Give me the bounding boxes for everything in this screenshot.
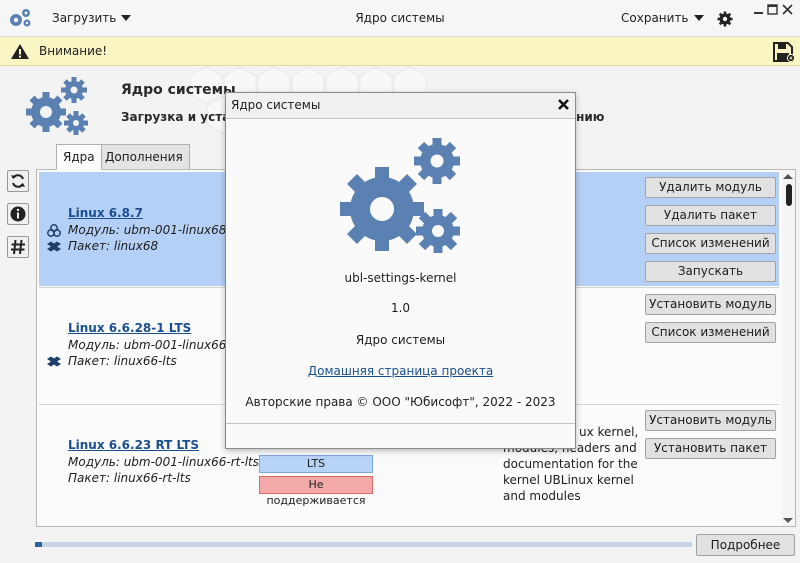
- hash-icon: [11, 239, 25, 255]
- header-title: Ядро системы: [121, 82, 236, 98]
- chevron-down-icon: [121, 15, 132, 21]
- homepage-link[interactable]: Домашняя страница проекта: [307, 364, 494, 378]
- details-button[interactable]: Подробнее: [696, 534, 795, 556]
- copyright: Авторские права © ООО "Юбисофт", 2022 - …: [245, 395, 556, 409]
- install-package-button[interactable]: Установить пакет: [645, 438, 776, 459]
- hash-button[interactable]: [7, 236, 29, 258]
- progress-bar: [35, 542, 692, 547]
- kernel-module: Модуль: ubm-001-linux68: [68, 223, 227, 237]
- kernel-module: Модуль: ubm-001-linux66-rt-lts: [68, 455, 260, 469]
- refresh-icon: [11, 174, 25, 188]
- tab-addons[interactable]: Дополнения: [98, 144, 190, 170]
- app-description: Ядро системы: [355, 333, 446, 347]
- maximize-icon[interactable]: [767, 4, 778, 15]
- remove-package-button[interactable]: Удалить пакет: [645, 205, 776, 226]
- module-icon: [47, 224, 61, 237]
- dialog-header: Ядро системы: [226, 93, 575, 119]
- save-menu[interactable]: Сохранить: [621, 11, 704, 25]
- warning-text: Внимание!: [39, 44, 108, 58]
- settings-gear-icon[interactable]: [717, 11, 733, 27]
- package-icon: [47, 241, 61, 252]
- load-menu[interactable]: Загрузить: [52, 11, 132, 25]
- homepage-row: Домашняя страница проекта: [226, 364, 575, 378]
- scroll-down-icon[interactable]: [783, 518, 793, 523]
- dialog-divider: [226, 423, 575, 424]
- progress-fill: [35, 542, 42, 547]
- package-icon: [47, 356, 61, 367]
- header-subtitle-end: анию: [568, 110, 605, 124]
- description-line: ux kernel,: [579, 425, 639, 439]
- load-menu-label: Загрузить: [52, 11, 117, 25]
- refresh-button[interactable]: [7, 170, 29, 192]
- changelog-button[interactable]: Список изменений: [645, 233, 776, 254]
- warning-bar: Внимание!: [0, 37, 800, 66]
- description-line: documentation for the: [503, 457, 638, 471]
- scroll-up-icon[interactable]: [783, 174, 793, 179]
- close-window-icon[interactable]: [782, 4, 793, 15]
- chevron-down-icon: [693, 15, 704, 21]
- kernel-name-link[interactable]: Linux 6.8.7: [68, 206, 143, 220]
- close-icon[interactable]: [557, 98, 570, 111]
- kernel-package: Пакет: linux68: [68, 239, 159, 253]
- save-disk-icon[interactable]: [772, 41, 796, 63]
- run-button[interactable]: Запускать: [645, 261, 776, 282]
- app-version: 1.0: [390, 301, 411, 315]
- install-module-button[interactable]: Установить модуль: [645, 410, 776, 431]
- description-line: kernel UBLinux kernel: [503, 473, 634, 487]
- unsupported-badge: Не поддерживается: [259, 476, 373, 507]
- changelog-button[interactable]: Список изменений: [645, 322, 776, 343]
- remove-module-button[interactable]: Удалить модуль: [645, 177, 776, 198]
- lts-badge: LTS: [259, 455, 373, 473]
- kernel-gears-icon: [26, 77, 88, 135]
- kernel-name-link[interactable]: Linux 6.6.28-1 LTS: [68, 321, 192, 335]
- kernel-package: Пакет: linux66-lts: [68, 354, 177, 368]
- minimize-icon[interactable]: [753, 4, 764, 15]
- about-dialog: Ядро системы ubl-settings-kernel 1: [225, 92, 576, 449]
- dialog-title: Ядро системы: [231, 98, 321, 112]
- install-module-button[interactable]: Установить модуль: [645, 294, 776, 315]
- kernel-name-link[interactable]: Linux 6.6.23 RT LTS: [68, 438, 200, 452]
- title-bar: Загрузить Ядро системы Сохранить: [0, 0, 800, 37]
- kernel-row[interactable]: Linux 6.6.23 RT LTS Модуль: ubm-001-linu…: [39, 406, 779, 526]
- info-button[interactable]: [7, 203, 29, 225]
- list-scrollbar[interactable]: [782, 170, 795, 526]
- description-line: and modules: [503, 489, 581, 503]
- scrollbar-thumb[interactable]: [786, 184, 792, 206]
- app-name: ubl-settings-kernel: [344, 271, 457, 285]
- app-logo-gears-icon: [340, 138, 460, 253]
- app-gear-icon: [10, 9, 31, 27]
- save-menu-label: Сохранить: [621, 11, 689, 25]
- warning-icon: [11, 44, 29, 59]
- kernel-module: Модуль: ubm-001-linux66-l: [68, 338, 235, 352]
- kernel-package: Пакет: linux66-rt-lts: [68, 471, 191, 485]
- info-icon: [10, 206, 26, 222]
- tab-kernels[interactable]: Ядра: [56, 144, 102, 170]
